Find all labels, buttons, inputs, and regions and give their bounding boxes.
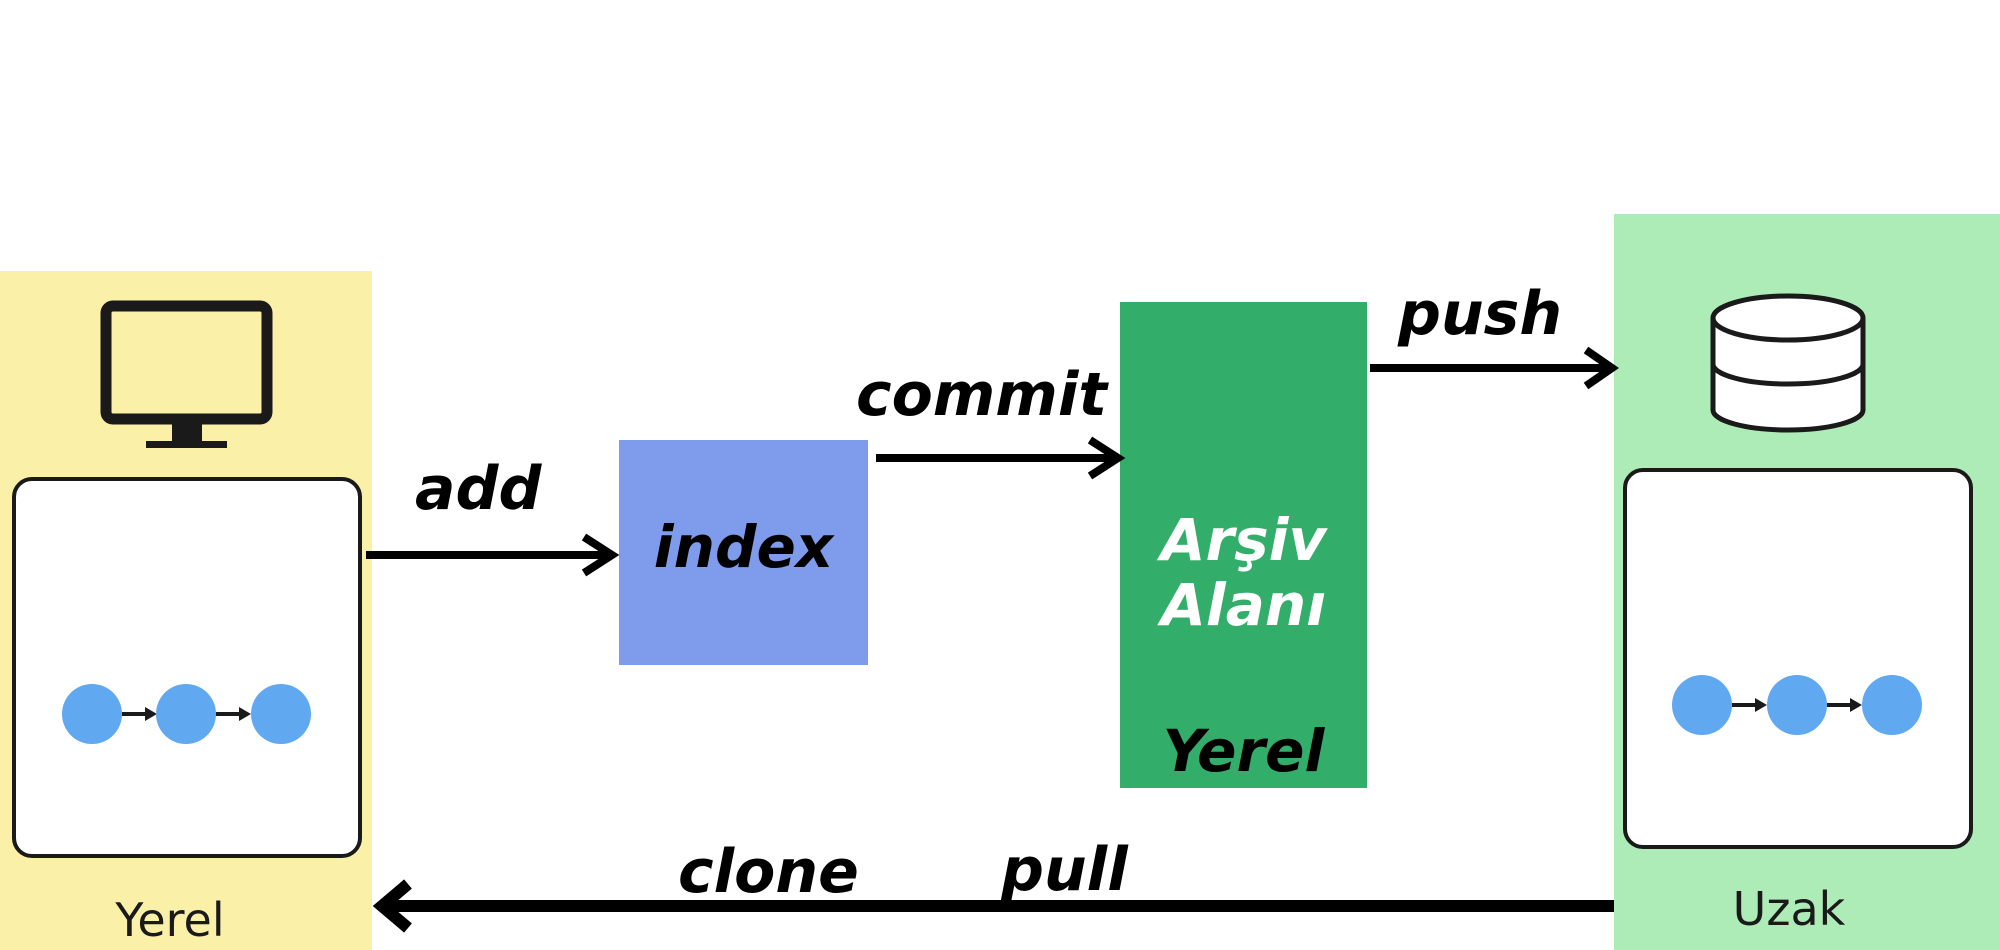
remote-caption: Uzak [1732,882,1846,936]
clone-label: clone [678,837,859,907]
push-label: push [1398,279,1563,349]
commit-node [251,684,311,744]
commit-node [156,684,216,744]
add-arrow [366,533,620,577]
archive-subtitle: Yerel [1162,717,1325,785]
commit-node [1672,675,1732,735]
commit-label: commit [856,360,1108,430]
archive-box [1120,302,1367,788]
local-repo-box [12,477,362,858]
remote-commit-chain [1672,675,1922,735]
clone-pull-arrow [372,879,1614,933]
commit-node [62,684,122,744]
local-caption: Yerel [115,893,225,947]
add-label: add [415,454,542,524]
pull-label: pull [1001,835,1128,905]
commit-node [1862,675,1922,735]
monitor-icon [100,300,273,448]
commit-node [1767,675,1827,735]
push-arrow [1370,346,1620,390]
local-commit-chain [62,684,311,744]
index-label: index [653,513,834,581]
index-box [619,440,868,665]
commit-arrow [876,436,1126,480]
archive-title: Arşiv Alanı [1160,506,1327,639]
database-icon [1710,293,1866,433]
remote-repo-box [1623,468,1973,849]
